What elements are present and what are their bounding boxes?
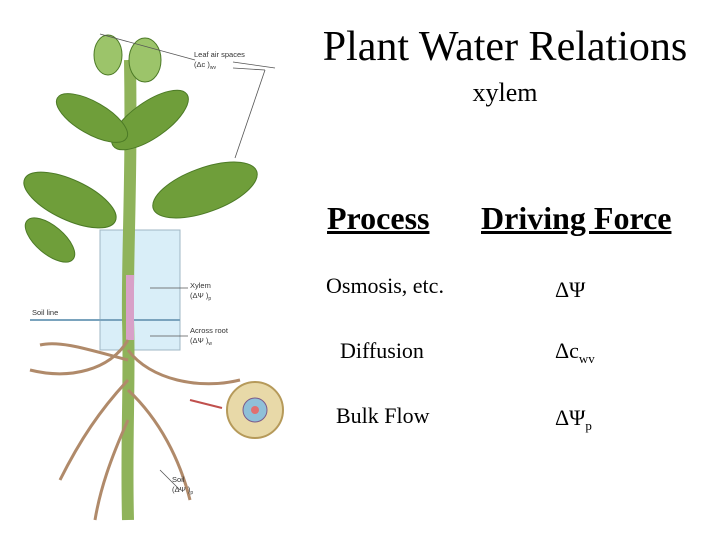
leaf [128, 37, 162, 83]
slide-subtitle: xylem [472, 78, 538, 107]
label-xylem-sym: (ΔΨ )p [190, 291, 211, 302]
leaf [111, 89, 189, 151]
header-process: Process [327, 200, 430, 236]
row-force-bulk-flow: ΔΨp [555, 405, 592, 433]
leaf [93, 34, 123, 76]
label-across-root-sym: (ΔΨ )w [190, 336, 212, 347]
roots [29, 339, 241, 521]
leaf [24, 217, 76, 263]
label-soil-line: Soil line [32, 308, 58, 317]
slide-title: Plant Water Relations [322, 24, 688, 70]
label-leaf-air-spaces-sym: (Δc )wv [194, 60, 216, 71]
row-process-diffusion: Diffusion [340, 338, 424, 363]
leaf [55, 93, 129, 143]
arrow-icon [189, 399, 223, 409]
label-soil-sym: (ΔΨ )p [172, 485, 193, 496]
plant-water-diagram: Leaf air spaces (Δc )wv Xylem (ΔΨ )p Soi… [23, 33, 284, 521]
header-driving-force: Driving Force [481, 200, 672, 236]
leaf [152, 161, 258, 219]
row-force-diffusion: Δcwv [555, 338, 595, 366]
soil-water-box [99, 229, 181, 351]
label-leaf-air-spaces: Leaf air spaces [194, 50, 245, 59]
label-across-root: Across root [190, 326, 229, 335]
row-process-bulk-flow: Bulk Flow [336, 403, 430, 428]
leaf [23, 171, 117, 229]
label-soil: Soil [172, 475, 185, 484]
label-xylem: Xylem [190, 281, 211, 290]
row-process-osmosis: Osmosis, etc. [326, 273, 444, 298]
row-force-osmosis: ΔΨ [555, 277, 586, 302]
